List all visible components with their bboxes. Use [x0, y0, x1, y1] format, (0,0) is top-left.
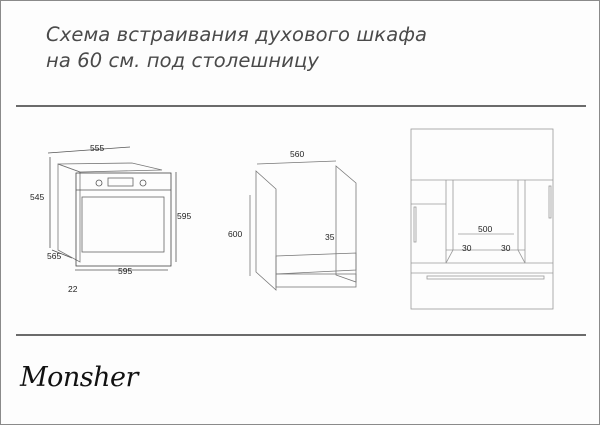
dim-cabinet-shelf-offset: 35: [325, 232, 335, 242]
bottom-divider: [16, 334, 586, 336]
brand-logo: Monsher: [20, 362, 138, 393]
dim-right-gap: 30: [501, 243, 511, 253]
dim-oven-depth: 565: [47, 251, 61, 261]
page-title: Схема встраивания духового шкафа на 60 с…: [46, 22, 427, 74]
title-line-2: на 60 см. под столешницу: [46, 49, 320, 72]
cabinet-diagram: 560 600 35: [228, 149, 357, 291]
dim-oven-side-height: 545: [30, 192, 44, 202]
dim-cabinet-height: 600: [228, 229, 242, 239]
dim-oven-top-width: 555: [90, 143, 104, 153]
dim-oven-front-thickness: 22: [68, 284, 78, 294]
oven-diagram: 555 545 595 565 595 22: [30, 143, 191, 294]
top-divider: [16, 105, 586, 107]
dim-cabinet-width: 560: [290, 149, 304, 159]
dim-left-gap: 30: [462, 243, 472, 253]
front-view-diagram: 500 30 30: [410, 128, 554, 310]
title-line-1: Схема встраивания духового шкафа: [46, 23, 428, 46]
dim-opening-width: 500: [478, 224, 492, 234]
dim-oven-front-width: 595: [118, 266, 132, 276]
dim-oven-front-height: 595: [177, 211, 191, 221]
